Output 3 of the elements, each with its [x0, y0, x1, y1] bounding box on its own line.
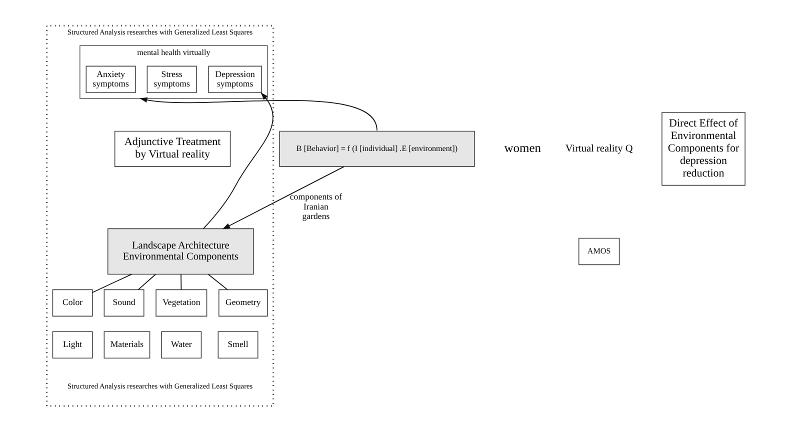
label: Virtual reality Q	[565, 144, 633, 155]
label: women	[504, 140, 542, 155]
edge-label: components of Iranian gardens	[290, 192, 342, 221]
